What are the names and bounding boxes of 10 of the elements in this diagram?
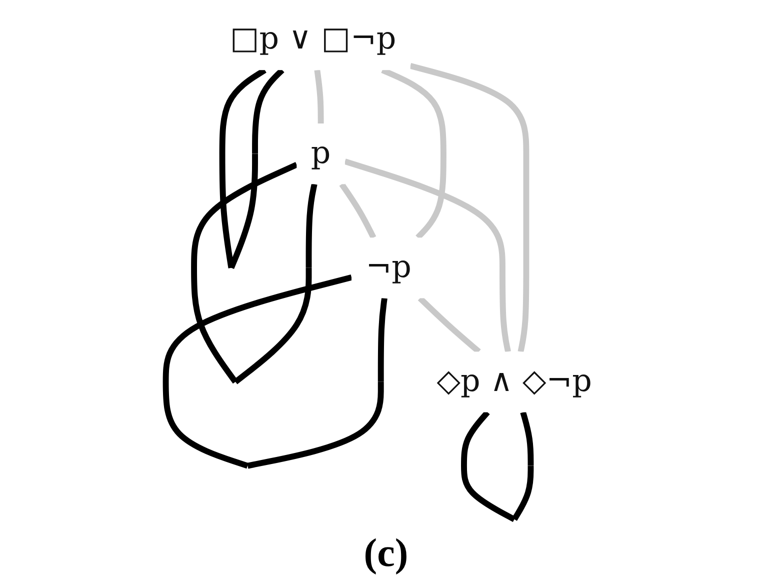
- connector: [344, 158, 511, 352]
- connector: [410, 62, 530, 352]
- connector: [162, 274, 388, 469]
- node-text: p: [310, 135, 331, 172]
- connector: [339, 182, 376, 239]
- node-text: ◇p ∧ ◇¬p: [436, 364, 592, 400]
- connector: [418, 296, 481, 354]
- connector: [461, 410, 534, 522]
- caption: (c): [364, 529, 408, 576]
- connector: [314, 70, 324, 124]
